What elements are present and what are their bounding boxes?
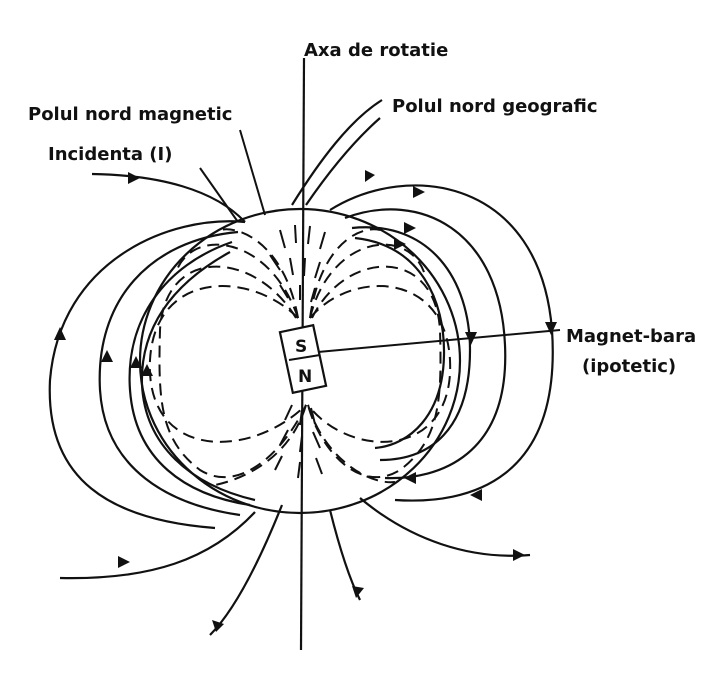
field-arrowheads bbox=[54, 170, 557, 632]
bar-magnet-divider bbox=[288, 354, 321, 361]
earth-globe bbox=[138, 207, 462, 515]
north-magnetic-label: Polul nord magnetic bbox=[28, 104, 232, 125]
magnet-label-line1: Magnet-bara bbox=[566, 326, 696, 347]
pole-dash-cluster bbox=[269, 224, 326, 479]
internal-field-lines bbox=[148, 228, 452, 486]
label-leader-lines bbox=[199, 129, 561, 353]
north-geographic-label: Polul nord geografic bbox=[392, 96, 598, 117]
external-field-lines-left bbox=[48, 172, 284, 636]
pole-n-label: N bbox=[298, 367, 312, 387]
incidence-label: Incidenta (I) bbox=[48, 144, 172, 165]
magnet-label-line2: (ipotetic) bbox=[582, 356, 676, 377]
rotation-axis-label: Axa de rotatie bbox=[304, 40, 448, 61]
external-field-lines-right bbox=[291, 99, 554, 601]
pole-s-label: S bbox=[295, 337, 307, 357]
